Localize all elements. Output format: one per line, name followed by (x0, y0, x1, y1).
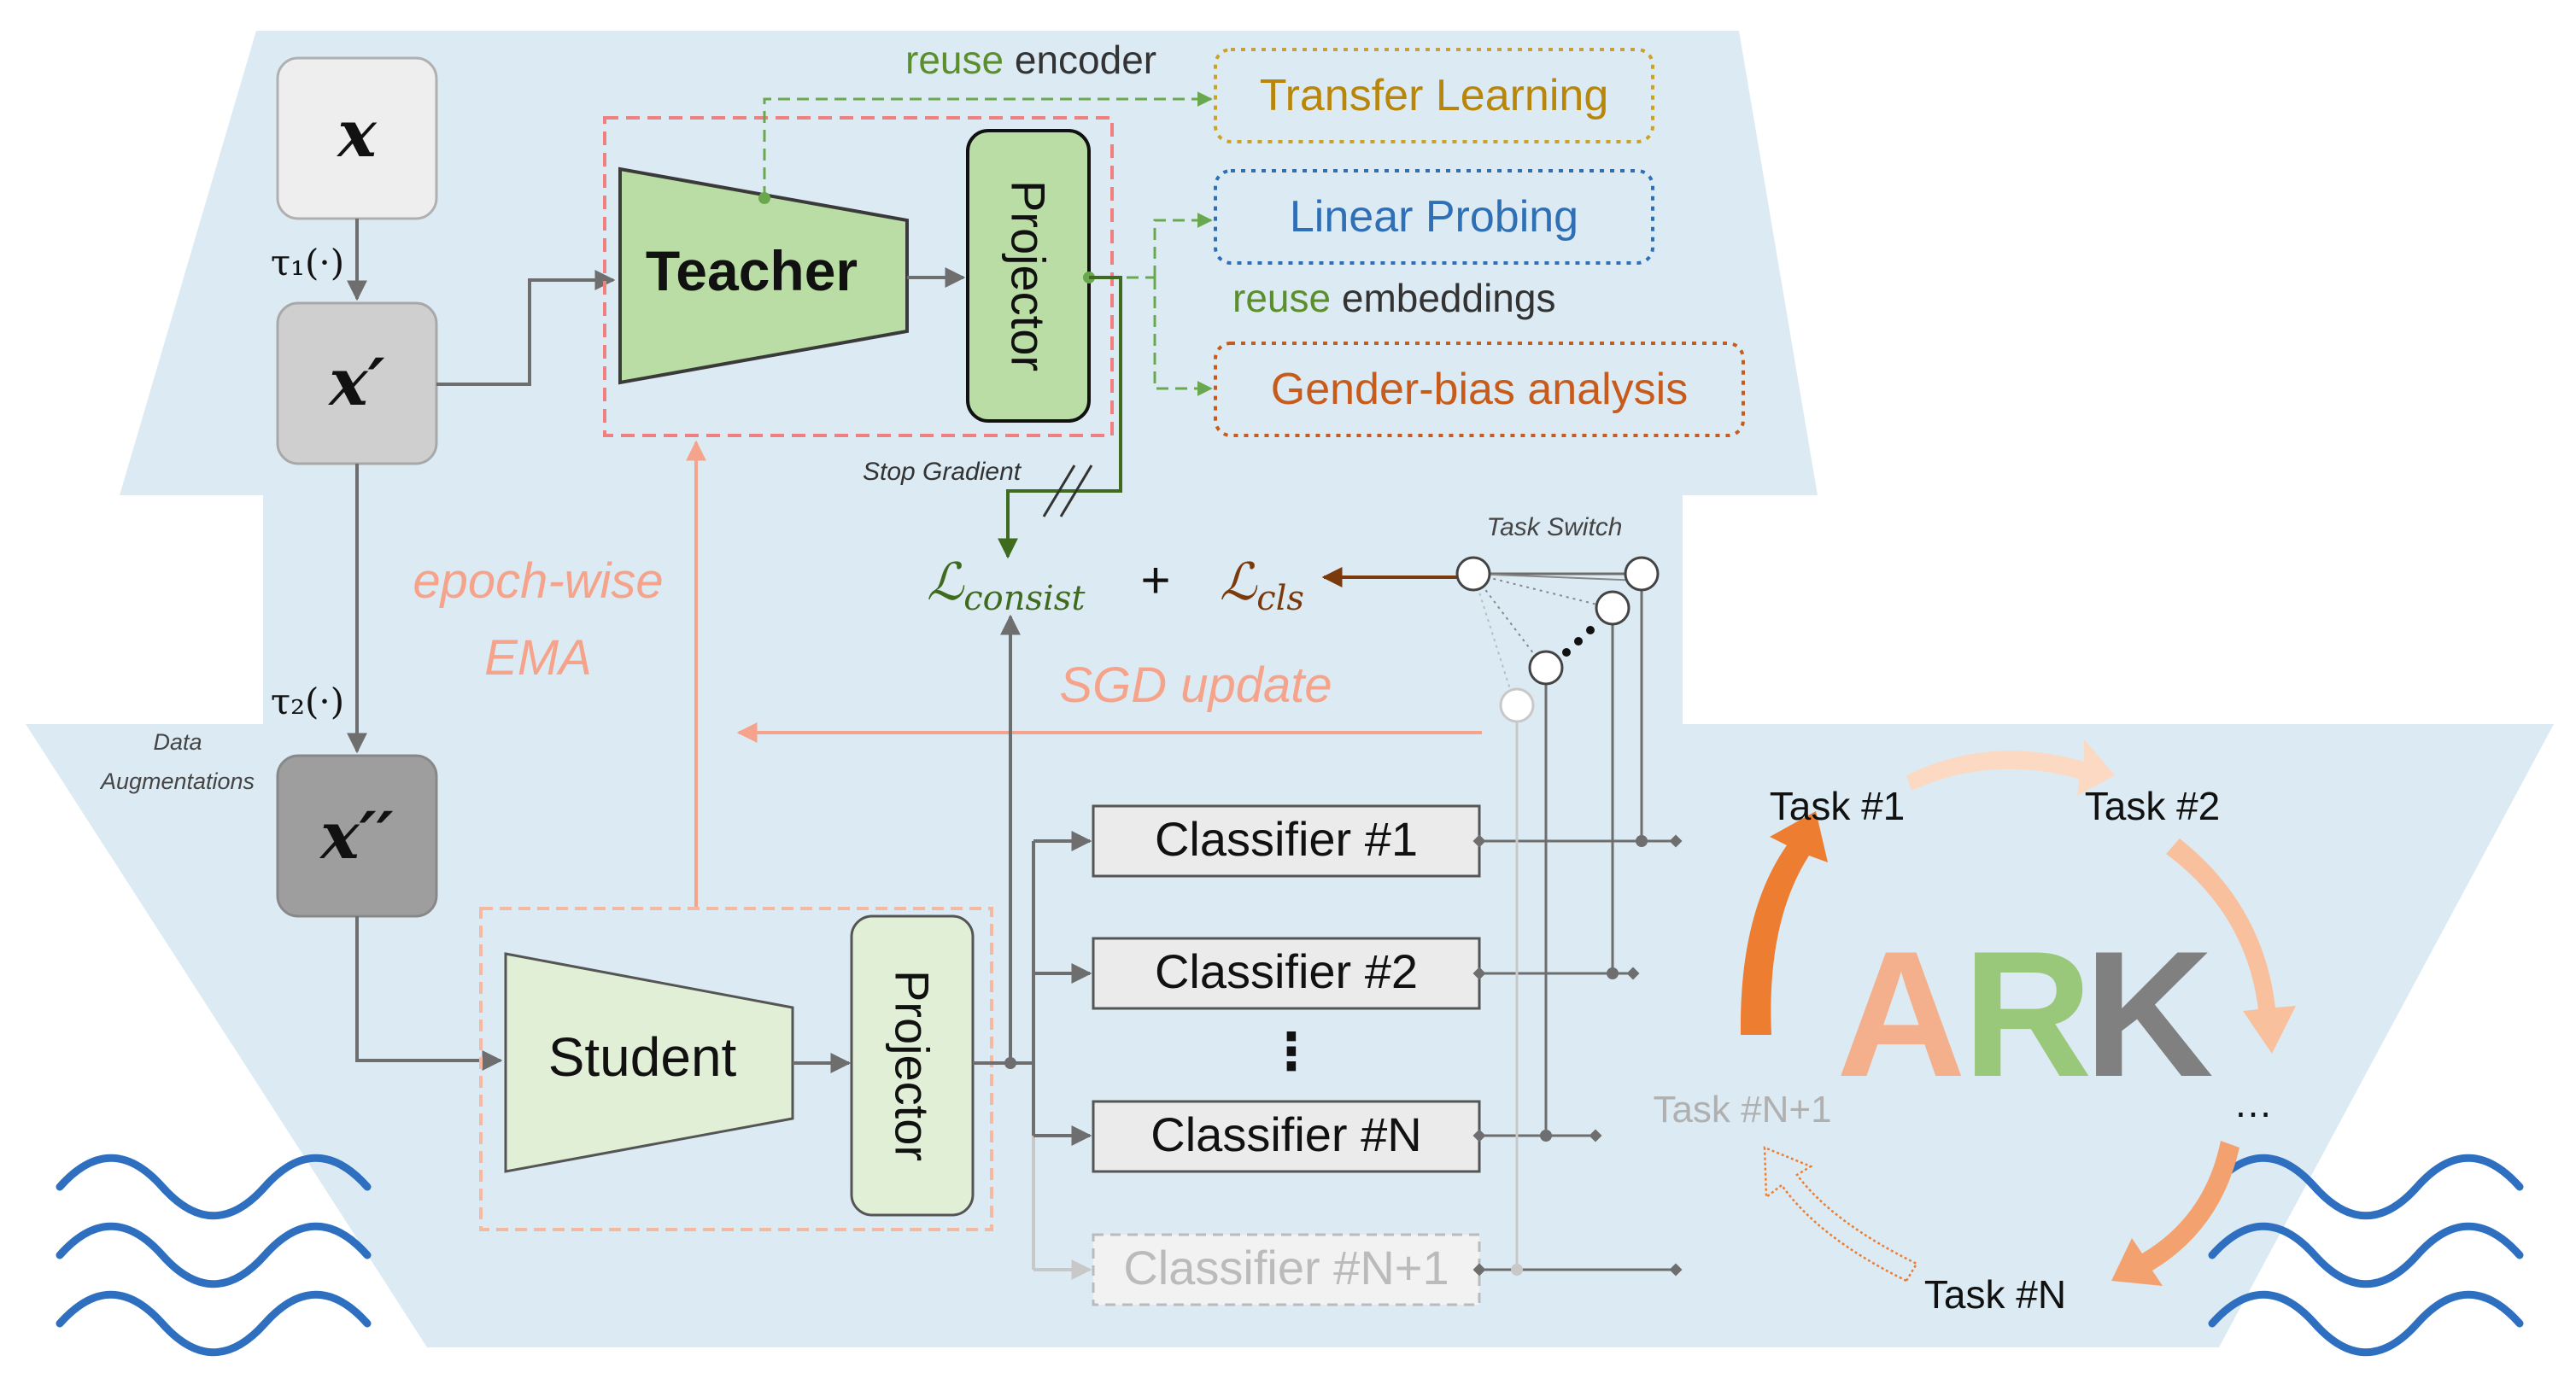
gender-bias-label: Gender-bias analysis (1271, 365, 1688, 414)
loss-cls: ℒcls (1220, 552, 1304, 618)
linear-probing-label: Linear Probing (1290, 192, 1578, 242)
linear-probing-box (1214, 169, 1654, 265)
switch-contact-2 (1595, 590, 1630, 626)
ark-arrow-ellipsis-to-taskN (2111, 1141, 2239, 1286)
switch-contact-line-3 (1472, 573, 1545, 669)
ema-label-1: epoch-wise (413, 553, 663, 609)
waves-left (56, 1154, 372, 1357)
waves-right (2208, 1154, 2524, 1357)
classifier-n1-box (1092, 1233, 1481, 1306)
transfer-learning-label: Transfer Learning (1260, 71, 1609, 120)
loss-consist: ℒconsist (927, 552, 1086, 618)
loss-plus: + (1140, 552, 1170, 609)
classifier-2-label: Classifier #2 (1155, 944, 1418, 998)
teacher-projector-label: Projector (1002, 180, 1056, 371)
student-dashed-frame (479, 907, 993, 1231)
classifier-n1-label: Classifier #N+1 (1123, 1241, 1449, 1294)
input-x-label: x (336, 96, 378, 172)
teacher-label: Teacher (646, 239, 858, 302)
classifier-1-label: Classifier #1 (1155, 812, 1418, 866)
stop-gradient-slash-1 (1042, 464, 1076, 517)
classifier-dots: ⋮ (1266, 1023, 1317, 1080)
task-1-label: Task #1 (1770, 784, 1906, 828)
task-2-label: Task #2 (2085, 784, 2221, 828)
ark-arrow-task1-to-task2 (1906, 739, 2115, 796)
stop-gradient-path (998, 276, 1122, 559)
task-switch-label: Task Switch (1487, 513, 1623, 541)
student-label: Student (548, 1026, 737, 1088)
switch-contact-1 (1624, 556, 1660, 592)
transfer-learning-box (1214, 48, 1654, 143)
sgd-label: SGD update (1059, 657, 1332, 713)
ark-letter-a: A (1836, 914, 1966, 1114)
student-projector (850, 914, 975, 1217)
switch-junction-n (1540, 1130, 1552, 1142)
stop-gradient-slash-2 (1059, 464, 1093, 517)
switch-contact-line-1 (1472, 573, 1641, 581)
task-ellipsis-label: … (2234, 1081, 2273, 1125)
ark-letter-r: R (1963, 914, 2093, 1114)
classifier-1-box (1092, 804, 1481, 878)
reuse-embeddings-arrow-linear (1153, 213, 1213, 278)
switch-junction-n1 (1511, 1264, 1523, 1276)
gender-bias-box (1214, 342, 1745, 437)
task-n-label: Task #N (1924, 1272, 2066, 1317)
switch-junction-2 (1607, 967, 1619, 979)
data-aug-label-1: Data (153, 729, 202, 755)
ark-arrow-taskN-to-taskN1 (1763, 1146, 1918, 1282)
tau1-label: τ₁(·) (271, 242, 344, 283)
switch-contact-line-2 (1472, 573, 1612, 609)
tau2-label: τ₂(·) (271, 681, 344, 722)
arrow-xprime-to-teacher (436, 270, 616, 386)
reuse-encoder-label: reuse encoder (905, 38, 1156, 82)
input-x-prime-label: x′ (327, 344, 384, 420)
student-encoder (504, 952, 794, 1173)
ark-arrow-task2-to-ellipsis (2166, 838, 2296, 1054)
switch-contact-n (1528, 650, 1564, 686)
ark-letter-k: K (2084, 914, 2214, 1114)
reuse-encoder-arrow (763, 91, 1213, 198)
stop-gradient-label: Stop Gradient (863, 458, 1022, 486)
switch-dots (1562, 626, 1595, 657)
data-aug-label-2: Augmentations (99, 768, 255, 794)
reuse-encoder-dot (758, 192, 770, 204)
teacher-encoder (618, 167, 909, 385)
classifier-2-box (1092, 937, 1481, 1010)
switch-contact-n1 (1499, 687, 1535, 723)
ema-label-2: EMA (484, 630, 592, 686)
classifier-n-label: Classifier #N (1150, 1107, 1421, 1161)
arrow-xdprime-to-student (355, 916, 503, 1071)
student-projector-label: Projector (886, 970, 940, 1161)
ark-arrow-taskN1-to-task1 (1740, 811, 1828, 1035)
switch-contact-line-4 (1472, 573, 1516, 706)
input-x-double-prime-label: x′′ (319, 798, 393, 873)
classifier-n-box (1092, 1100, 1481, 1173)
task-n1-label: Task #N+1 (1653, 1089, 1831, 1131)
reuse-embeddings-label: reuse embeddings (1232, 276, 1555, 320)
switch-junction-1 (1636, 835, 1648, 847)
switch-pivot (1455, 556, 1491, 592)
